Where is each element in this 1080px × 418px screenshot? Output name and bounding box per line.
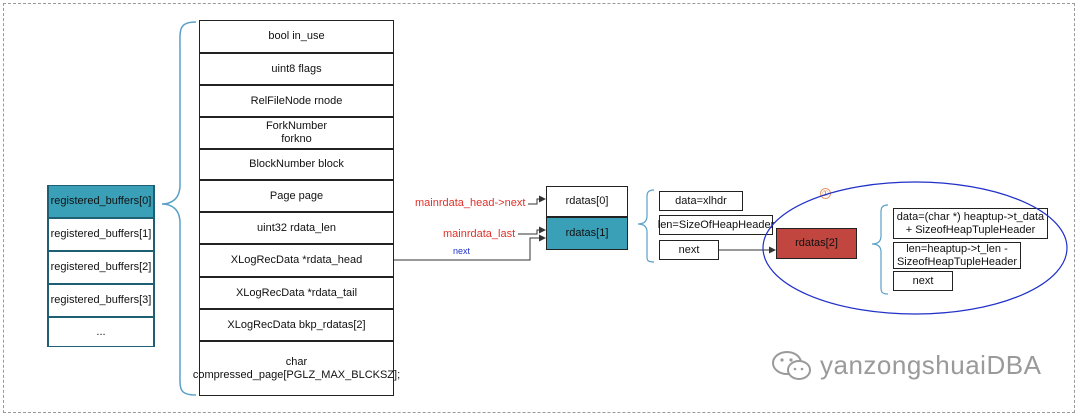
rdatas2-ellipse <box>762 181 1068 315</box>
registered-buffers-1: registered_buffers[1] <box>47 218 155 251</box>
field-in-use: bool in_use <box>199 20 394 53</box>
rdata2-next-field: next <box>893 271 953 291</box>
wechat-logo-icon <box>772 351 811 380</box>
field-rdata-len: uint32 rdata_len <box>199 212 394 244</box>
brace-rdata2 <box>871 204 889 295</box>
rdatas-1-box: rdatas[1] <box>546 217 628 250</box>
brace-rdata1 <box>637 189 655 263</box>
rdata1-next-field: next <box>659 240 719 260</box>
big-brace <box>161 21 197 396</box>
field-page: Page page <box>199 180 394 212</box>
label-next: next <box>453 246 471 256</box>
rdata1-data-field: data=xlhdr <box>659 191 743 211</box>
field-bkp-rdatas: XLogRecData bkp_rdatas[2] <box>199 309 394 341</box>
label-mainrdata-last: mainrdata_last <box>443 228 516 240</box>
field-forkno: ForkNumber forkno <box>199 117 394 149</box>
rdata1-len-field: len=SizeOfHeapHeader <box>658 215 774 235</box>
arrow-last <box>518 226 546 235</box>
rdatas-2-box: rdatas[2] <box>776 228 857 259</box>
field-rnode: RelFileNode rnode <box>199 85 394 117</box>
arrow-head-next <box>528 195 546 205</box>
registered-buffers-2: registered_buffers[2] <box>47 251 155 284</box>
rdata2-data-field: data=(char *) heaptup->t_data + SizeofHe… <box>893 208 1048 239</box>
field-compressed-page: char compressed_page[PGLZ_MAX_BLCKSZ]; <box>193 341 400 396</box>
watermark-text: yanzongshuaiDBA <box>820 350 1042 380</box>
dashed-frame <box>3 3 1075 413</box>
arrow-rdata-head <box>394 234 546 261</box>
field-rdata-head: XLogRecData *rdata_head <box>199 244 394 277</box>
registered-buffers-3: registered_buffers[3] <box>47 284 155 317</box>
registered-buffers-0: registered_buffers[0] <box>47 185 155 218</box>
field-block: BlockNumber block <box>199 149 394 180</box>
registered-buffers-ellipsis: ... <box>47 317 155 347</box>
field-flags: uint8 flags <box>199 53 394 85</box>
label-mainrdata-head-next: mainrdata_head->next <box>415 197 526 209</box>
field-rdata-tail: XLogRecData *rdata_tail <box>199 277 394 309</box>
rdatas-0-box: rdatas[0] <box>546 186 628 217</box>
rdata2-len-field: len=heaptup->t_len - SizeofHeapTupleHead… <box>893 242 1021 269</box>
